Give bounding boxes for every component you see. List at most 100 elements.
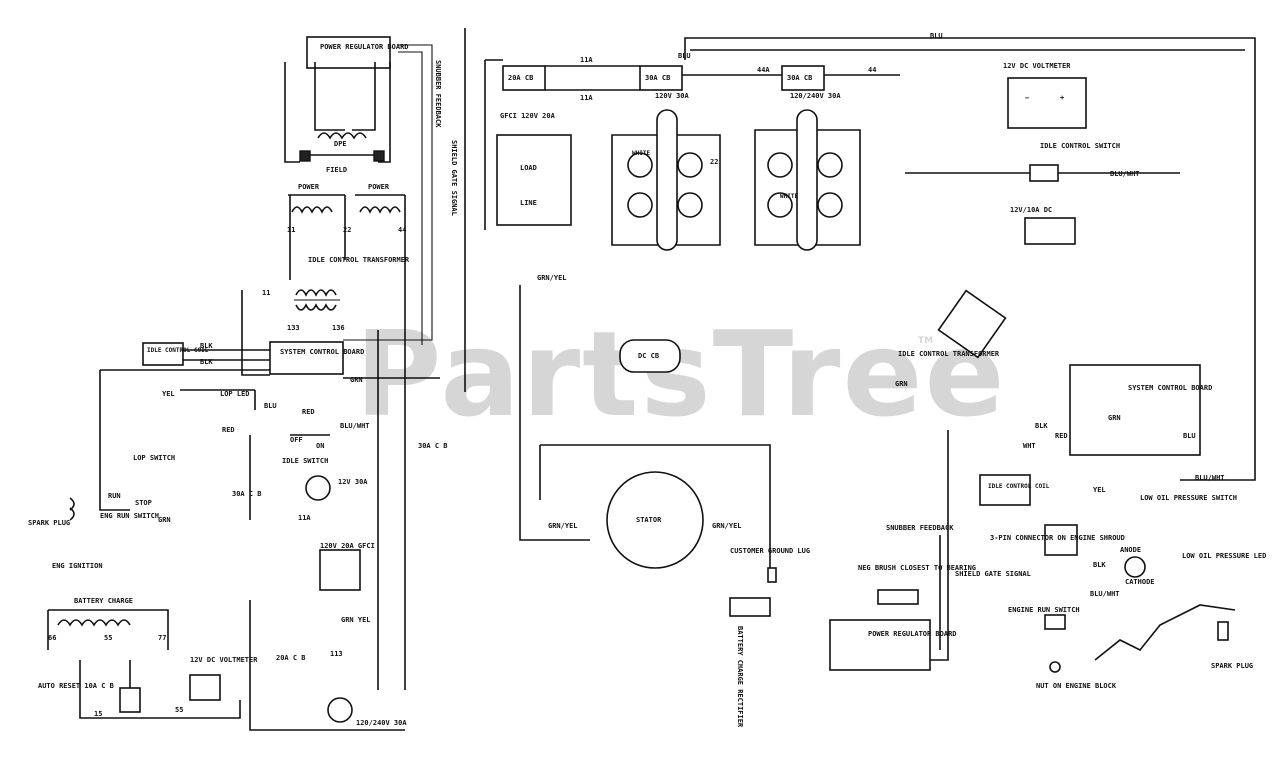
voltmeter-right bbox=[1007, 77, 1087, 129]
svg-text:11A: 11A bbox=[580, 56, 593, 64]
svg-text:BLU/WHT: BLU/WHT bbox=[1110, 170, 1140, 178]
svg-text:44: 44 bbox=[398, 226, 406, 234]
power-regulator-board-left bbox=[306, 36, 391, 69]
svg-text:LOW OIL PRESSURE SWITCH: LOW OIL PRESSURE SWITCH bbox=[1140, 494, 1237, 502]
svg-text:44A: 44A bbox=[757, 66, 770, 74]
idle-control-coil-left bbox=[142, 342, 184, 366]
svg-text:11A: 11A bbox=[580, 94, 593, 102]
svg-text:ANODE: ANODE bbox=[1120, 546, 1141, 554]
dc-outlet-12v-right bbox=[1024, 217, 1076, 245]
receptacle-120-240v-left bbox=[327, 697, 353, 723]
svg-text:55: 55 bbox=[175, 706, 183, 714]
system-control-board-label-left: SYSTEM CONTROL BOARD bbox=[280, 348, 364, 356]
svg-text:120V 30A: 120V 30A bbox=[655, 92, 690, 100]
svg-text:RED: RED bbox=[222, 426, 235, 434]
engine-run-switch-right bbox=[1044, 614, 1066, 630]
svg-text:30A C B: 30A C B bbox=[418, 442, 448, 450]
svg-text:SPARK PLUG: SPARK PLUG bbox=[1211, 662, 1253, 670]
svg-text:77: 77 bbox=[158, 634, 166, 642]
svg-text:GRN: GRN bbox=[158, 516, 171, 524]
svg-text:RED: RED bbox=[302, 408, 315, 416]
power-label-1: POWER bbox=[298, 183, 320, 191]
svg-text:NUT ON ENGINE BLOCK: NUT ON ENGINE BLOCK bbox=[1036, 682, 1117, 690]
svg-text:BLU/WHT: BLU/WHT bbox=[1090, 590, 1120, 598]
three-pin-connector bbox=[1044, 524, 1078, 556]
svg-text:GRN/YEL: GRN/YEL bbox=[712, 522, 742, 530]
field-label: FIELD bbox=[326, 166, 347, 174]
power-regulator-board-label: POWER REGULATOR BOARD bbox=[320, 43, 409, 51]
svg-text:3-PIN CONNECTOR ON ENGINE SHRO: 3-PIN CONNECTOR ON ENGINE SHROUD bbox=[990, 534, 1125, 542]
svg-text:11: 11 bbox=[287, 226, 295, 234]
svg-text:BLU: BLU bbox=[930, 32, 943, 40]
svg-text:133: 133 bbox=[287, 324, 300, 332]
gfci-left bbox=[319, 549, 361, 591]
idle-control-transformer-right bbox=[937, 289, 1007, 359]
svg-text:11: 11 bbox=[262, 289, 270, 297]
svg-text:WHT: WHT bbox=[1023, 442, 1036, 450]
cb-30a-right bbox=[639, 65, 683, 91]
svg-text:ON: ON bbox=[316, 442, 324, 450]
svg-text:GFCI 120V 20A: GFCI 120V 20A bbox=[500, 112, 556, 120]
svg-text:12V DC VOLTMETER: 12V DC VOLTMETER bbox=[1003, 62, 1071, 70]
svg-text:ENG RUN SWITCH: ENG RUN SWITCH bbox=[100, 512, 159, 520]
cb-20a-right bbox=[502, 65, 546, 91]
svg-text:IDLE CONTROL COIL: IDLE CONTROL COIL bbox=[988, 483, 1050, 490]
power-regulator-board-right bbox=[829, 619, 931, 671]
svg-text:30A C B: 30A C B bbox=[232, 490, 262, 498]
low-oil-led bbox=[1124, 556, 1146, 578]
svg-text:BLU/WHT: BLU/WHT bbox=[340, 422, 370, 430]
svg-text:BATTERY CHARGE RECTIFIER: BATTERY CHARGE RECTIFIER bbox=[736, 626, 744, 728]
svg-text:YEL: YEL bbox=[162, 390, 175, 398]
svg-text:LOP LED: LOP LED bbox=[220, 390, 250, 398]
shield-gate-signal-label: SHIELD GATE SIGNAL bbox=[450, 140, 458, 216]
svg-text:OFF: OFF bbox=[290, 436, 303, 444]
svg-text:12V 30A: 12V 30A bbox=[338, 478, 368, 486]
svg-text:+: + bbox=[1060, 94, 1064, 102]
idle-control-switch-right bbox=[1029, 164, 1059, 182]
svg-text:YEL: YEL bbox=[1093, 486, 1106, 494]
svg-text:GRN/YEL: GRN/YEL bbox=[548, 522, 578, 530]
svg-text:NEG BRUSH CLOSEST TO BEARING: NEG BRUSH CLOSEST TO BEARING bbox=[858, 564, 976, 572]
svg-text:22: 22 bbox=[710, 158, 718, 166]
svg-text:BLU: BLU bbox=[264, 402, 277, 410]
svg-text:55: 55 bbox=[104, 634, 112, 642]
svg-text:LOAD: LOAD bbox=[520, 164, 537, 172]
power-label-2: POWER bbox=[368, 183, 390, 191]
system-control-board-right bbox=[1069, 364, 1201, 456]
svg-text:IDLE CONTROL TRANSFORMER: IDLE CONTROL TRANSFORMER bbox=[898, 350, 1000, 358]
svg-text:ENG IGNITION: ENG IGNITION bbox=[52, 562, 103, 570]
gfci-right bbox=[496, 134, 572, 226]
svg-text:SPARK PLUG: SPARK PLUG bbox=[28, 519, 70, 527]
svg-text:WHITE: WHITE bbox=[632, 150, 650, 157]
right-schematic: 20A CB 30A CB 30A CB BLU BLU 11A 11A 44 … bbox=[484, 32, 1266, 728]
svg-text:BLU/WHT: BLU/WHT bbox=[1195, 474, 1225, 482]
watermark-trademark: TM bbox=[918, 336, 933, 346]
svg-text:BLK: BLK bbox=[1035, 422, 1048, 430]
svg-text:CUSTOMER GROUND LUG: CUSTOMER GROUND LUG bbox=[730, 547, 810, 555]
svg-text:STOP: STOP bbox=[135, 499, 152, 507]
svg-text:GRN: GRN bbox=[895, 380, 908, 388]
watermark: PartsTree bbox=[355, 305, 1007, 443]
svg-text:AUTO RESET 10A C B: AUTO RESET 10A C B bbox=[38, 682, 114, 690]
svg-text:44: 44 bbox=[868, 66, 876, 74]
svg-text:30A CB: 30A CB bbox=[787, 74, 812, 82]
idle-transformer-label-left: IDLE CONTROL TRANSFORMER bbox=[308, 256, 410, 264]
svg-text:ENGINE RUN SWITCH: ENGINE RUN SWITCH bbox=[1008, 606, 1080, 614]
svg-text:30A CB: 30A CB bbox=[645, 74, 670, 82]
svg-text:66: 66 bbox=[48, 634, 56, 642]
svg-text:LINE: LINE bbox=[520, 199, 537, 207]
svg-text:BLK: BLK bbox=[1093, 561, 1106, 569]
snubber-feedback-label: SNUBBER FEEDBACK bbox=[434, 60, 442, 128]
svg-text:CATHODE: CATHODE bbox=[1125, 578, 1155, 586]
svg-text:20A CB: 20A CB bbox=[508, 74, 533, 82]
svg-text:IDLE CONTROL SWITCH: IDLE CONTROL SWITCH bbox=[1040, 142, 1120, 150]
svg-text:12V DC VOLTMETER: 12V DC VOLTMETER bbox=[190, 656, 258, 664]
svg-text:IDLE CONTROL COIL: IDLE CONTROL COIL bbox=[147, 347, 209, 354]
svg-text:LOP SWITCH: LOP SWITCH bbox=[133, 454, 175, 462]
svg-text:120/240V 30A: 120/240V 30A bbox=[356, 719, 407, 727]
svg-text:11A: 11A bbox=[298, 514, 311, 522]
svg-text:BLK: BLK bbox=[200, 358, 213, 366]
svg-text:WHITE: WHITE bbox=[780, 193, 798, 200]
svg-text:GRN: GRN bbox=[350, 376, 363, 384]
